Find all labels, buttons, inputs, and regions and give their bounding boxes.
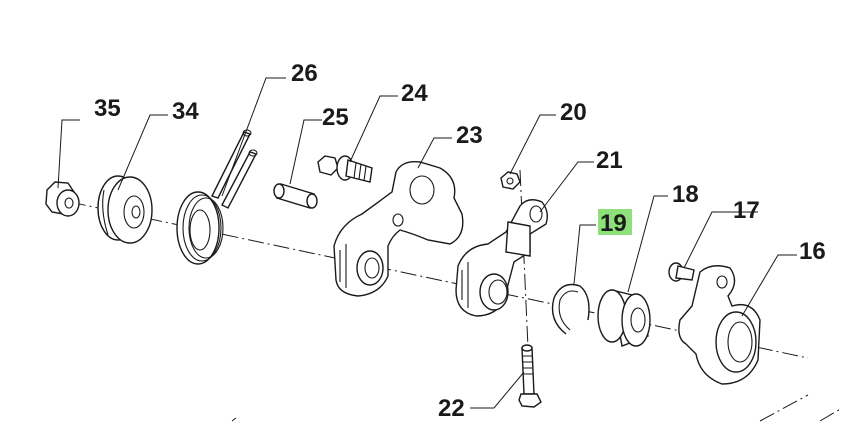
callout-24: 24 <box>401 80 428 107</box>
part-22-bolt[interactable] <box>518 344 542 408</box>
callout-34: 34 <box>172 98 199 125</box>
part-16-flanged-housing[interactable] <box>678 265 761 385</box>
part-23-bracket-arm[interactable] <box>333 161 464 297</box>
part-24-stud-bolt[interactable] <box>317 155 373 183</box>
highlight-19 <box>598 209 632 235</box>
callout-17: 17 <box>733 197 760 224</box>
callout-25: 25 <box>322 104 349 131</box>
callout-16: 16 <box>799 238 826 265</box>
part-35-flange-nut[interactable] <box>45 181 80 217</box>
callout-20: 20 <box>560 99 587 126</box>
part-34-pulley[interactable] <box>97 175 153 244</box>
callout-23: 23 <box>456 122 483 149</box>
part-25-pin[interactable] <box>273 183 318 209</box>
part-17-screw[interactable] <box>668 262 695 282</box>
callout-21: 21 <box>596 147 623 174</box>
callout-labels: 35 34 26 25 24 23 20 21 19 18 17 16 22 <box>94 60 826 422</box>
callout-19: 19 <box>600 210 627 237</box>
leader-lines <box>57 77 797 409</box>
part-18-bushing[interactable] <box>597 289 651 347</box>
callout-22: 22 <box>438 395 465 422</box>
part-21-lever[interactable] <box>455 199 549 317</box>
part-26-torsion-spring[interactable] <box>176 129 258 265</box>
part-20-hex-nut[interactable] <box>500 171 521 190</box>
part-19-circlip[interactable] <box>551 283 590 335</box>
callout-35: 35 <box>94 95 121 122</box>
callout-26: 26 <box>291 60 318 87</box>
callout-18: 18 <box>672 181 699 208</box>
